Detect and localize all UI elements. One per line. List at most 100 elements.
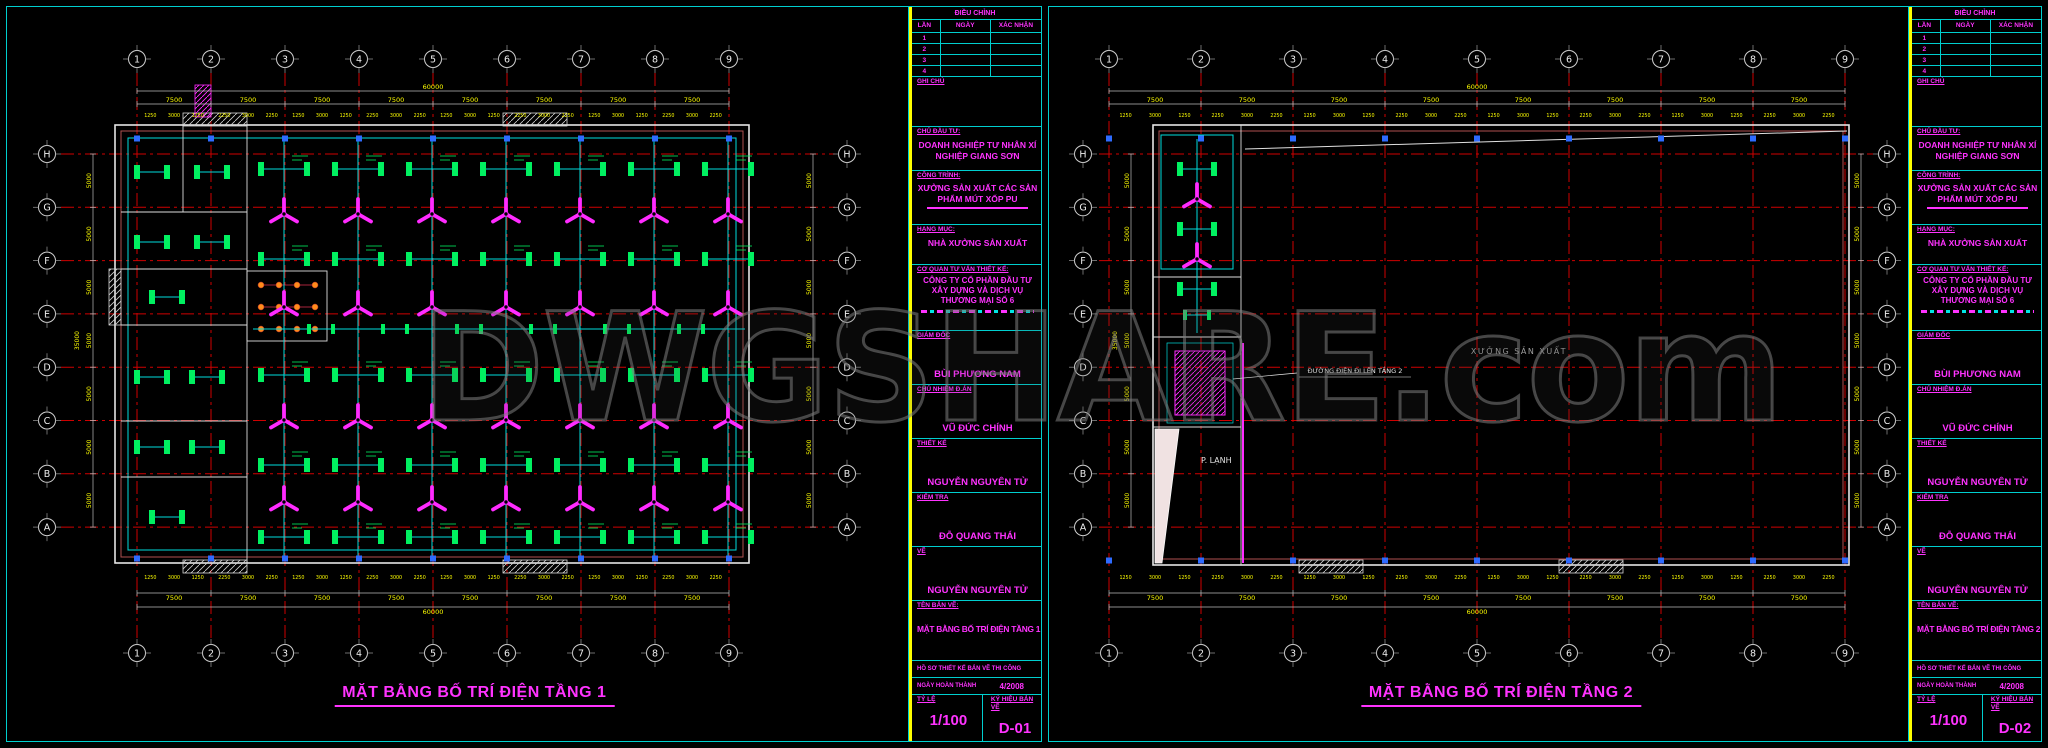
svg-text:3000: 3000 xyxy=(1241,575,1253,581)
svg-text:H: H xyxy=(43,149,50,160)
svg-text:2: 2 xyxy=(208,648,214,659)
svg-text:1250: 1250 xyxy=(1546,113,1558,119)
drawing-name-box: TÊN BẢN VẼ: MẶT BẰNG BỐ TRÍ ĐIỆN TẦNG 2 xyxy=(1909,601,2041,661)
svg-text:3000: 3000 xyxy=(390,113,402,119)
svg-text:1250: 1250 xyxy=(1178,113,1190,119)
svg-text:2250: 2250 xyxy=(1763,575,1775,581)
svg-text:3000: 3000 xyxy=(1425,575,1437,581)
role-name: VŨ ĐỨC CHÍNH xyxy=(942,423,1013,434)
svg-text:7500: 7500 xyxy=(240,594,257,602)
revision-col-header: NGÀY xyxy=(940,20,991,33)
revision-cell xyxy=(990,44,1041,55)
svg-text:2250: 2250 xyxy=(218,113,230,119)
svg-text:1250: 1250 xyxy=(1119,113,1131,119)
svg-text:5000: 5000 xyxy=(86,226,93,241)
role-name: NGUYỄN NGUYÊN TỬ xyxy=(927,585,1028,596)
svg-text:1250: 1250 xyxy=(340,113,352,119)
project-name: XƯỞNG SẢN XUẤT CÁC SẢN PHẨM MÚT XỐP PU xyxy=(917,183,1038,204)
svg-text:1250: 1250 xyxy=(292,575,304,581)
project-name: XƯỞNG SẢN XUẤT CÁC SẢN PHẨM MÚT XỐP PU xyxy=(1917,183,2038,204)
svg-text:2250: 2250 xyxy=(366,575,378,581)
svg-text:7500: 7500 xyxy=(1607,96,1624,104)
svg-text:7500: 7500 xyxy=(1791,594,1808,602)
svg-text:5000: 5000 xyxy=(1854,173,1861,188)
svg-text:7500: 7500 xyxy=(166,594,183,602)
svg-text:1250: 1250 xyxy=(488,575,500,581)
svg-text:8: 8 xyxy=(652,648,658,659)
svg-text:5000: 5000 xyxy=(1124,226,1131,241)
svg-text:3000: 3000 xyxy=(1149,113,1161,119)
svg-text:3: 3 xyxy=(282,54,288,65)
item-box: HẠNG MỤC: NHÀ XƯỞNG SẢN XUẤT xyxy=(1909,225,2041,265)
svg-text:8: 8 xyxy=(652,54,658,65)
svg-text:6: 6 xyxy=(1566,648,1572,659)
svg-text:60000: 60000 xyxy=(1467,83,1488,91)
svg-text:3000: 3000 xyxy=(1701,113,1713,119)
svg-text:1250: 1250 xyxy=(1546,575,1558,581)
svg-text:3000: 3000 xyxy=(316,575,328,581)
svg-text:5000: 5000 xyxy=(1854,386,1861,401)
svg-text:2250: 2250 xyxy=(562,113,574,119)
svg-text:7500: 7500 xyxy=(1515,96,1532,104)
svg-text:D: D xyxy=(1883,363,1890,374)
svg-text:1250: 1250 xyxy=(144,575,156,581)
svg-text:5000: 5000 xyxy=(86,386,93,401)
revision-cell xyxy=(1940,55,1991,66)
svg-text:60000: 60000 xyxy=(423,608,444,616)
scale-cell: TỶ LỆ 1/100 xyxy=(1909,695,1983,741)
svg-text:B: B xyxy=(1080,469,1087,480)
svg-text:2250: 2250 xyxy=(1638,575,1650,581)
svg-text:E: E xyxy=(844,309,850,320)
consultant-name: CÔNG TY CỔ PHẦN ĐẦU TƯ XÂY DỰNG VÀ DỊCH … xyxy=(1923,276,2032,305)
svg-text:E: E xyxy=(44,309,50,320)
svg-text:3000: 3000 xyxy=(1425,113,1437,119)
role-name: NGUYỄN NGUYÊN TỬ xyxy=(927,477,1028,488)
investor-box: CHỦ ĐẦU TƯ: DOANH NGHIỆP TƯ NHÂN XÍ NGHI… xyxy=(1909,127,2041,171)
scale-code-row: TỶ LỆ 1/100 KÝ HIỆU BẢN VẼ D-02 xyxy=(1909,695,2041,741)
svg-text:5000: 5000 xyxy=(1854,333,1861,348)
junction-boxes xyxy=(134,135,732,562)
svg-text:7500: 7500 xyxy=(166,96,183,104)
svg-text:35000: 35000 xyxy=(1112,331,1119,350)
svg-text:7500: 7500 xyxy=(314,96,331,104)
svg-text:6: 6 xyxy=(504,54,510,65)
svg-text:9: 9 xyxy=(1842,648,1848,659)
svg-text:60000: 60000 xyxy=(1467,608,1488,616)
role-label: THIẾT KẾ xyxy=(1917,440,1947,447)
svg-text:3000: 3000 xyxy=(242,113,254,119)
svg-text:7: 7 xyxy=(578,648,584,659)
svg-text:F: F xyxy=(1884,256,1889,267)
svg-text:3000: 3000 xyxy=(1517,575,1529,581)
svg-text:3000: 3000 xyxy=(1793,575,1805,581)
revision-cell xyxy=(990,33,1041,44)
svg-text:5000: 5000 xyxy=(1124,279,1131,294)
svg-text:7500: 7500 xyxy=(684,96,701,104)
role-label: GIÁM ĐỐC xyxy=(917,332,951,339)
svg-text:2250: 2250 xyxy=(414,575,426,581)
scale-code-row: TỶ LỆ 1/100 KÝ HIỆU BẢN VẼ D-01 xyxy=(909,695,1041,741)
svg-text:3000: 3000 xyxy=(464,113,476,119)
svg-text:7500: 7500 xyxy=(1239,594,1256,602)
svg-text:7500: 7500 xyxy=(240,96,257,104)
svg-text:3000: 3000 xyxy=(686,575,698,581)
revision-header: ĐIỀU CHỈNH xyxy=(1909,7,2041,20)
svg-text:1250: 1250 xyxy=(1730,575,1742,581)
svg-text:2250: 2250 xyxy=(1211,113,1223,119)
svg-text:1250: 1250 xyxy=(488,113,500,119)
svg-text:7500: 7500 xyxy=(1423,594,1440,602)
svg-text:9: 9 xyxy=(1842,54,1848,65)
electrical-riser-room: ĐƯỜNG ĐIỆN ĐI LÊN TẦNG 2 xyxy=(1166,342,1411,563)
revision-col-header: NGÀY xyxy=(1940,20,1991,33)
svg-text:1: 1 xyxy=(134,54,140,65)
svg-text:3000: 3000 xyxy=(168,113,180,119)
junction-boxes xyxy=(1106,135,1848,564)
item-box: HẠNG MỤC: NHÀ XƯỞNG SẢN XUẤT xyxy=(909,225,1041,265)
consultant-box: CƠ QUAN TƯ VẤN THIẾT KẾ: CÔNG TY CỔ PHẦN… xyxy=(909,265,1041,331)
revision-row-number: 3 xyxy=(909,55,941,66)
